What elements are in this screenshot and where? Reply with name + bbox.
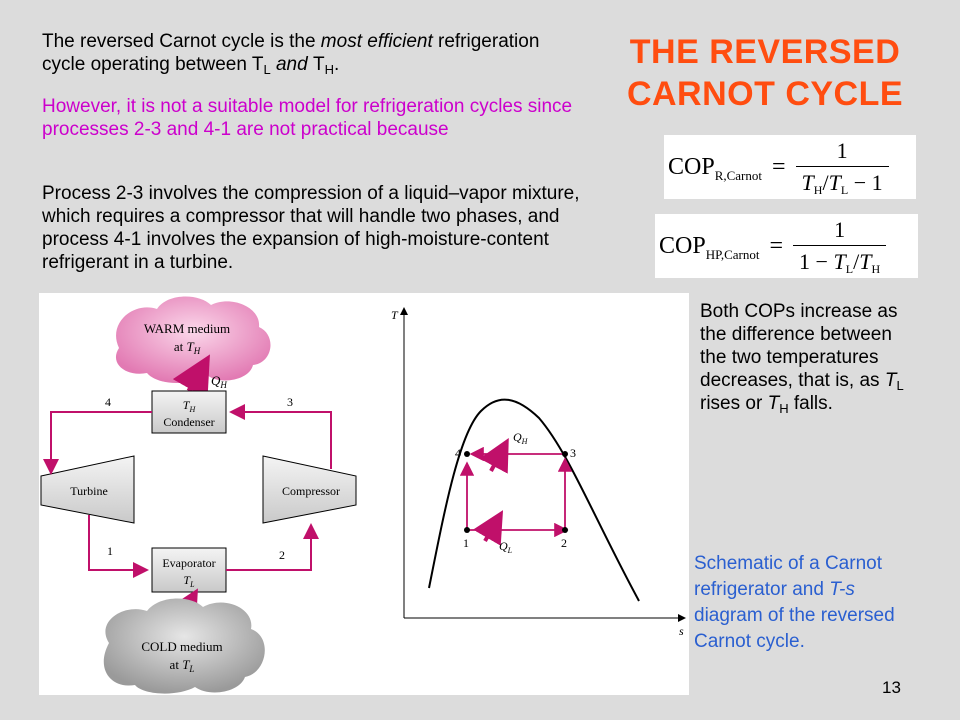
warm-medium-cloud: WARM medium at TH [115, 296, 271, 384]
process-paragraph: Process 2-3 involves the compression of … [42, 183, 580, 273]
carnot-figure: WARM medium at TH QH TH Condenser Evapor… [39, 293, 689, 695]
s-axis-label: s [679, 624, 684, 638]
ts-point-4: 4 [455, 446, 461, 460]
t-axis-label: T [391, 308, 399, 322]
svg-text:QH: QH [211, 373, 227, 390]
svg-text:at TH: at TH [174, 339, 201, 356]
state-1-label: 1 [107, 544, 113, 558]
svg-text:at TL: at TL [170, 657, 195, 674]
state-2-label: 2 [279, 548, 285, 562]
svg-text:Compressor: Compressor [282, 484, 340, 498]
svg-text:QL: QL [499, 539, 513, 555]
svg-text:Evaporator: Evaporator [162, 556, 215, 570]
turbine-shape: Turbine [40, 455, 135, 524]
piping-loop [43, 404, 332, 578]
svg-text:Condenser: Condenser [163, 415, 214, 429]
intro-paragraph: The reversed Carnot cycle is the most ef… [42, 31, 540, 77]
cop-hp-formula: COPHP,Carnot = 1 1 − TL/TH [655, 214, 918, 278]
saturation-dome [428, 398, 640, 602]
compressor-shape: Compressor [262, 455, 357, 524]
ts-diagram: T s 4 3 1 2 QH [391, 307, 686, 638]
ts-point-1: 1 [463, 536, 469, 550]
cold-medium-cloud: COLD medium at TL [103, 598, 265, 694]
condenser-box: TH Condenser [151, 390, 227, 434]
evaporator-box: Evaporator TL [151, 547, 227, 593]
state-4-label: 4 [105, 395, 111, 409]
svg-text:Turbine: Turbine [70, 484, 108, 498]
ts-point-3: 3 [570, 446, 576, 460]
svg-text:TH: TH [183, 398, 197, 414]
page-number: 13 [882, 678, 901, 697]
figure-caption: Schematic of a Carnot refrigerator and T… [694, 553, 895, 652]
warm-medium-label: WARM medium [144, 321, 230, 336]
ts-point-2: 2 [561, 536, 567, 550]
state-3-label: 3 [287, 395, 293, 409]
svg-text:TL: TL [183, 573, 195, 589]
slide-title: THE REVERSED CARNOT CYCLE [626, 33, 904, 113]
however-paragraph: However, it is not a suitable model for … [42, 96, 573, 140]
cold-medium-label: COLD medium [141, 639, 222, 654]
cop-r-formula: COPR,Carnot = 1 TH/TL − 1 [664, 135, 916, 199]
qh-arrow: QH [172, 354, 227, 399]
cop-explanation: Both COPs increase as the difference bet… [700, 301, 904, 416]
svg-text:QH: QH [513, 430, 529, 446]
